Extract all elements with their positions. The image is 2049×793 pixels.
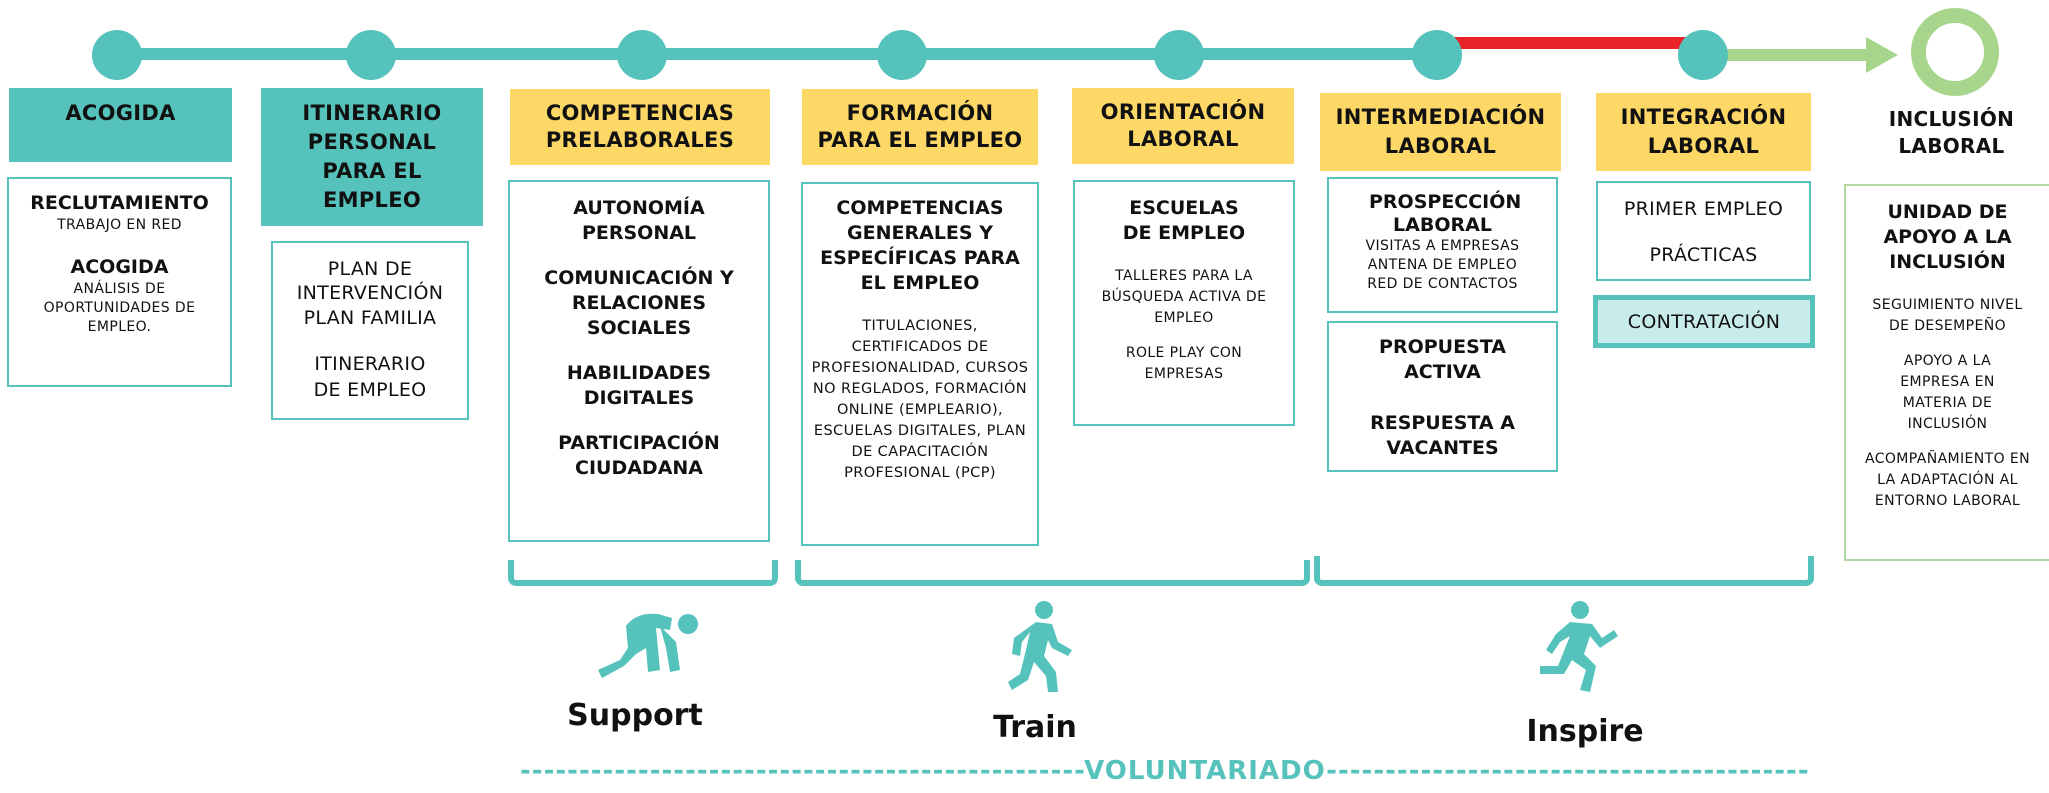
formacion-title: COMPETENCIAS GENERALES Y ESPECÍFICAS PAR… <box>820 197 1020 294</box>
support-bracket <box>508 560 778 586</box>
crouching-runner-icon <box>596 606 706 682</box>
role-play-label: ROLE PLAY CON EMPRESAS <box>1125 345 1243 382</box>
timeline-node <box>346 30 396 80</box>
acogida-label: ACOGIDA <box>70 256 169 278</box>
timeline <box>0 0 2049 110</box>
stage-header-itinerario: ITINERARIO PERSONAL PARA EL EMPLEO <box>261 88 483 226</box>
stage-header-orientacion: ORIENTACIÓN LABORAL <box>1072 88 1294 164</box>
inspire-label: Inspire <box>1526 714 1644 749</box>
inclusion-box: UNIDAD DE APOYO A LA INCLUSIÓN SEGUIMIEN… <box>1844 184 2049 561</box>
timeline-line <box>116 48 1419 60</box>
competencias-box: AUTONOMÍA PERSONAL COMUNICACIÓN Y RELACI… <box>508 180 770 542</box>
competencia-item: AUTONOMÍA PERSONAL <box>573 197 705 244</box>
train-label: Train <box>993 710 1077 745</box>
voluntariado-label: ----------------------------------------… <box>520 756 1810 786</box>
timeline-node <box>1412 30 1462 80</box>
itinerario-box: PLAN DE INTERVENCIÓN PLAN FAMILIA ITINER… <box>271 241 469 420</box>
integracion-box: PRIMER EMPLEO PRÁCTICAS <box>1596 181 1811 281</box>
talleres-label: TALLERES PARA LA BÚSQUEDA ACTIVA DE EMPL… <box>1101 268 1267 326</box>
running-person-icon <box>1536 600 1620 696</box>
trabajo-en-red-label: TRABAJO EN RED <box>57 217 182 233</box>
competencia-item: PARTICIPACIÓN CIUDADANA <box>558 432 720 479</box>
plan-intervencion-label: PLAN DE INTERVENCIÓN <box>296 258 444 304</box>
stage-header-competencias: COMPETENCIAS PRELABORALES <box>510 89 770 165</box>
red-contactos-label: RED DE CONTACTOS <box>1367 276 1518 292</box>
propuesta-box: PROPUESTA ACTIVA RESPUESTA A VACANTES <box>1327 321 1558 472</box>
timeline-node <box>1154 30 1204 80</box>
timeline-end-ring <box>1911 8 1999 96</box>
competencia-item: COMUNICACIÓN Y RELACIONES SOCIALES <box>544 267 734 339</box>
timeline-node <box>1678 30 1728 80</box>
plan-familia-label: PLAN FAMILIA <box>303 307 437 329</box>
prospeccion-label: PROSPECCIÓN LABORAL <box>1369 191 1522 236</box>
competencia-item: HABILIDADES DIGITALES <box>566 362 712 409</box>
practicas-label: PRÁCTICAS <box>1649 244 1758 266</box>
timeline-node <box>92 30 142 80</box>
prospeccion-box: PROSPECCIÓN LABORAL VISITAS A EMPRESAS A… <box>1327 177 1558 313</box>
formacion-box: COMPETENCIAS GENERALES Y ESPECÍFICAS PAR… <box>801 182 1039 546</box>
stage-header-formacion: FORMACIÓN PARA EL EMPLEO <box>802 89 1038 165</box>
train-bracket <box>795 560 1310 586</box>
escuelas-empleo-label: ESCUELAS DE EMPLEO <box>1122 197 1246 244</box>
visitas-label: VISITAS A EMPRESAS <box>1365 238 1520 254</box>
itinerario-empleo-label: ITINERARIO DE EMPLEO <box>313 353 427 401</box>
orientacion-box: ESCUELAS DE EMPLEO TALLERES PARA LA BÚSQ… <box>1073 180 1295 426</box>
support-label: Support <box>567 698 703 733</box>
stage-header-inclusion: INCLUSIÓN LABORAL <box>1888 107 2015 158</box>
inspire-bracket <box>1314 556 1814 586</box>
contratacion-box: CONTRATACIÓN <box>1593 295 1815 348</box>
timeline-arrow-head <box>1866 37 1898 73</box>
respuesta-vacantes-label: RESPUESTA A VACANTES <box>1370 412 1515 459</box>
timeline-node <box>877 30 927 80</box>
reclutamiento-label: RECLUTAMIENTO <box>30 192 209 214</box>
timeline-node <box>617 30 667 80</box>
walking-person-icon <box>1000 600 1080 696</box>
seguimiento-label: SEGUIMIENTO NIVEL DE DESEMPEÑO <box>1872 297 2023 334</box>
stage-header-integracion: INTEGRACIÓN LABORAL <box>1596 93 1811 171</box>
primer-empleo-label: PRIMER EMPLEO <box>1623 198 1784 220</box>
stage-header-acogida: ACOGIDA <box>9 88 232 162</box>
apoyo-empresa-label: APOYO A LA EMPRESA EN MATERIA DE INCLUSI… <box>1900 353 1995 432</box>
acogida-box: RECLUTAMIENTO TRABAJO EN RED ACOGIDA ANÁ… <box>7 177 232 387</box>
formacion-detail: TITULACIONES, CERTIFICADOS DE PROFESIONA… <box>811 318 1029 481</box>
contratacion-label: CONTRATACIÓN <box>1627 310 1781 333</box>
unidad-apoyo-label: UNIDAD DE APOYO A LA INCLUSIÓN <box>1883 201 2012 273</box>
analisis-label: ANÁLISIS DE OPORTUNIDADES DE EMPLEO. <box>43 281 196 335</box>
stage-header-intermediacion: INTERMEDIACIÓN LABORAL <box>1320 93 1561 171</box>
antena-label: ANTENA DE EMPLEO <box>1367 257 1518 273</box>
acompanamiento-label: ACOMPAÑAMIENTO EN LA ADAPTACIÓN AL ENTOR… <box>1864 451 2031 509</box>
timeline-arrow-line <box>1700 49 1870 61</box>
propuesta-activa-label: PROPUESTA ACTIVA <box>1379 336 1506 383</box>
timeline-red-segment <box>1435 37 1705 49</box>
